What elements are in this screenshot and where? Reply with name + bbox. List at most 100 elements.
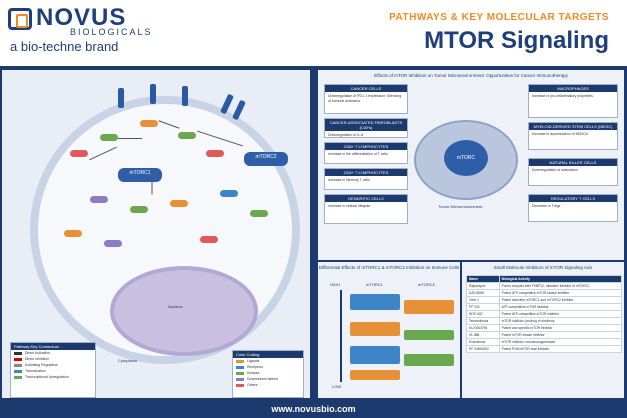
table-cell: PP 242 — [466, 303, 500, 311]
table-cell: mTOR inhibitor; immunosuppressant — [498, 338, 623, 346]
table-cell: XL 388 — [466, 331, 500, 339]
mtorc1-node[interactable]: mTORC1 — [118, 168, 162, 182]
legend-item: Kinases — [233, 370, 303, 376]
table-header-row: Name Biological Activity — [466, 275, 623, 283]
table-cell: KU 0063794 — [466, 324, 500, 332]
receptor-icon — [150, 84, 156, 104]
legend-item: Receptors — [233, 364, 303, 370]
legend-item: Direct Inhibition — [11, 356, 95, 362]
nucleus-label: Nucleus — [168, 304, 183, 309]
logo-mark-icon — [8, 8, 32, 30]
pathway-node — [250, 210, 268, 217]
connector-legend: Pathway Key Connectors Direct Activation… — [10, 342, 96, 398]
table-cell: Everolimus — [466, 338, 500, 346]
color-legend: Color Coding Ligands Receptors Kinases D… — [232, 350, 304, 398]
box-title: REGULATORY T CELLS — [529, 195, 617, 202]
cytoplasm-label: Cytoplasm — [118, 358, 137, 363]
color-legend-title: Color Coding — [233, 351, 303, 358]
table-cell: AZD 8055 — [466, 289, 500, 297]
tme-title: Effects of mTOR Inhibition on Tumor Micr… — [374, 73, 568, 78]
info-box: CD8+ T LYMPHOCYTES Increase in the diffe… — [324, 142, 408, 164]
info-box: REGULATORY T CELLS Decrease in Tregs — [528, 194, 618, 222]
table-cell: WYE 687 — [466, 310, 500, 318]
box-body: Downregulation of IL-6 — [328, 133, 364, 137]
effect-bar — [350, 322, 400, 336]
effect-bar — [350, 346, 400, 364]
box-title: MYELOID-DERIVED STEM CELLS (MDSC) — [529, 123, 617, 130]
brand-sub: BIOLOGICALS — [70, 27, 153, 37]
box-body: Downregulation of maturation — [532, 168, 578, 172]
nucleus — [110, 266, 258, 356]
box-body: Decrease in Tregs — [532, 204, 561, 208]
legend-item: Direct Activation — [11, 350, 95, 356]
box-body: Increase in pro-inflammatory properties — [532, 94, 593, 98]
pathway-node — [64, 230, 82, 237]
legend-item: Others — [233, 382, 303, 388]
page-kicker: PATHWAYS & KEY MOLECULAR TARGETS — [389, 12, 609, 23]
info-box: CANCER CELLS Downregulation of PD-L1 exp… — [324, 84, 408, 114]
pathway-arrow — [118, 138, 142, 139]
inhibitors-title: Small Molecule Inhibitors of mTOR Signal… — [493, 265, 593, 270]
legend-item: Downstream factors — [233, 376, 303, 382]
pathway-node — [104, 240, 122, 247]
info-box: CD4+ T LYMPHOCYTES Increase in Memory T … — [324, 168, 408, 190]
brand-name: NOVUS — [36, 4, 127, 31]
footer-url[interactable]: www.novusbio.com — [0, 400, 627, 418]
table-cell: Torin 1 — [466, 296, 500, 304]
table-cell: Potent ATP-competitive mTOR inhibitor — [498, 310, 623, 318]
mtorc2-col: mTORC2 — [418, 282, 435, 287]
box-body: Increase in cellular lifespan — [328, 204, 371, 208]
effect-bar — [350, 370, 400, 380]
pathway-node — [70, 150, 88, 157]
mtorc2-node[interactable]: mTORC2 — [244, 152, 288, 166]
low-label: LOW — [332, 384, 342, 389]
table-cell: Temsirolimus — [466, 317, 500, 325]
pathway-node — [206, 150, 224, 157]
table-cell: Potent PI3K/mTOR dual inhibitor — [498, 345, 623, 353]
info-box: DENDRITIC CELLS Increase in cellular lif… — [324, 194, 408, 224]
header: NOVUS BIOLOGICALS a bio-techne brand PAT… — [0, 0, 627, 62]
legend-title: Pathway Key Connectors — [11, 343, 95, 350]
legend-item: Ligands — [233, 358, 303, 364]
box-title: CD8+ T LYMPHOCYTES — [325, 143, 407, 150]
legend-item: Transcriptional Upregulation — [11, 374, 95, 380]
pathway-node — [170, 200, 188, 207]
box-title: NATURAL KILLER CELLS — [529, 159, 617, 166]
legend-item: Activating Regulation — [11, 362, 95, 368]
box-body: Increase in the differentiation of T cel… — [328, 152, 388, 156]
page-title: MTOR Signaling — [424, 27, 609, 54]
diff-title: Differential Effects of mTORC1 & mTORC2 … — [318, 265, 460, 270]
legend-item: Translocation — [11, 368, 95, 374]
table-cell: Rapamycin — [466, 282, 500, 290]
box-body: Increase in accumulation of MDSCs — [532, 132, 588, 136]
pathway-node — [200, 236, 218, 243]
table-header: Name — [466, 275, 500, 283]
info-box: NATURAL KILLER CELLS Downregulation of m… — [528, 158, 618, 186]
table-cell: Forms complex with FKBP12, allosteric in… — [498, 282, 623, 290]
box-title: DENDRITIC CELLS — [325, 195, 407, 202]
receptor-icon — [182, 86, 188, 106]
effect-bar — [404, 300, 454, 314]
table-cell: PF 04691502 — [466, 345, 500, 353]
box-title: CD4+ T LYMPHOCYTES — [325, 169, 407, 176]
effect-bar — [404, 330, 454, 340]
table-header: Biological Activity — [498, 275, 623, 283]
brand-tagline: a bio-techne brand — [10, 39, 119, 54]
high-label: HIGH — [330, 282, 340, 287]
receptor-icon — [118, 88, 124, 108]
table-cell: ATP-competitive mTOR inhibitor — [498, 303, 623, 311]
pathway-node — [100, 134, 118, 141]
mtorc1-col: mTORC1 — [366, 282, 383, 287]
box-body: Downregulation of PD-L1 expression; Sile… — [328, 94, 402, 103]
pathway-node — [130, 206, 148, 213]
novus-logo[interactable]: NOVUS BIOLOGICALS a bio-techne brand — [8, 6, 153, 54]
